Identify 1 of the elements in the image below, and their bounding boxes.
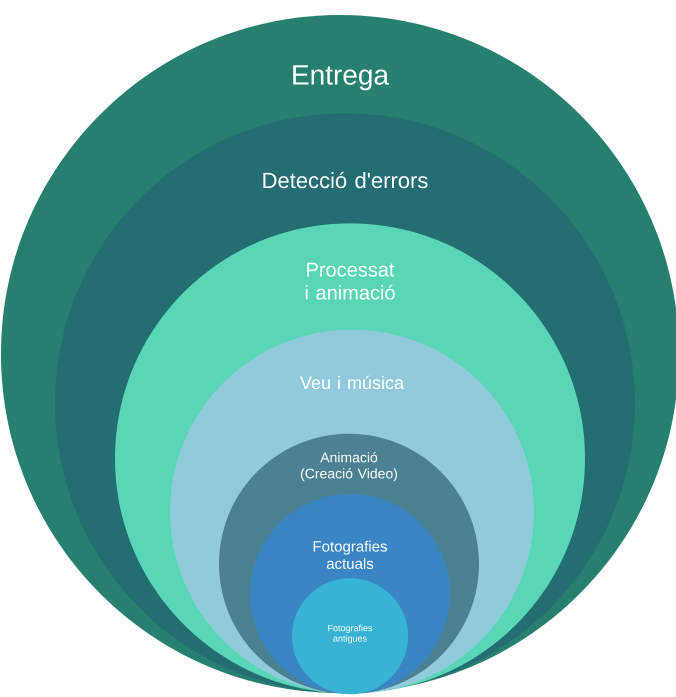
- circle-band: Fotografies antigues: [292, 578, 408, 694]
